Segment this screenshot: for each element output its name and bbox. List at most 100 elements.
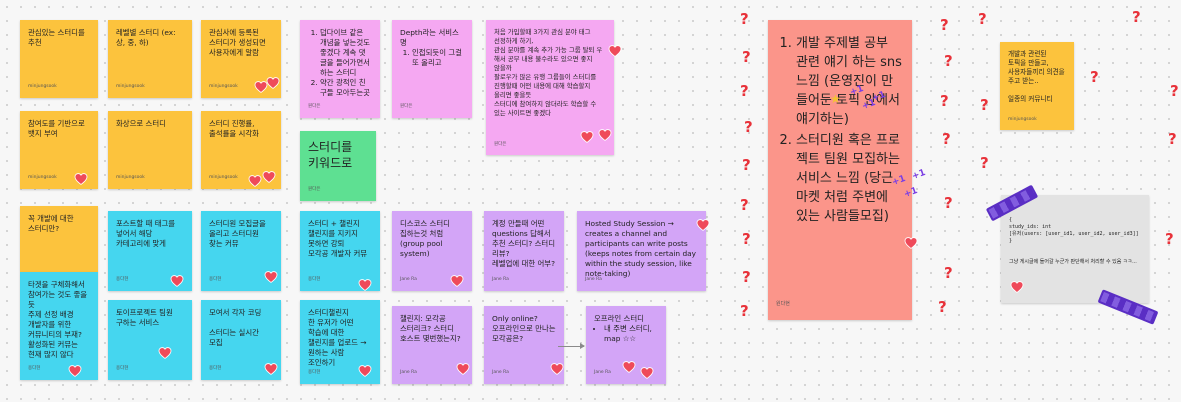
sticky-note-target[interactable]: 타겟을 구체화해서 참여가는 것도 좋을 듯 주제 선정 배경 개발자를 위한 … <box>20 272 98 380</box>
heart-icon <box>608 42 622 54</box>
heart-icon <box>358 362 372 374</box>
heart-icon <box>266 74 280 86</box>
question-mark-icon: ? <box>740 84 749 99</box>
note-text: 개발과 관련된 토픽을 만들고, 사용자들끼리 의견을 주고 받는.. 일종의 … <box>1008 50 1066 104</box>
note-author: minjungsook <box>28 173 57 183</box>
heart-icon <box>696 216 710 228</box>
heart-icon <box>262 168 276 180</box>
note-title: Depth라는 서비스 명 <box>400 28 464 48</box>
note-list-item: 인접되듯이 그걸 또 올리고 <box>412 48 464 68</box>
question-mark-icon: ? <box>944 54 953 69</box>
question-mark-icon: ? <box>940 18 949 33</box>
star-icon: ★ <box>830 92 841 106</box>
note-text: 관심있는 스터디를 추천 <box>28 28 90 48</box>
heart-icon <box>248 172 262 184</box>
arrow-head-icon <box>580 343 585 349</box>
heart-icon <box>550 360 564 372</box>
note-author: Jane Ra <box>594 368 611 378</box>
heart-icon <box>170 272 184 284</box>
sticky-note-dev-only[interactable]: 꼭 개발에 대한 스터디만? <box>20 206 98 272</box>
sticky-note-depth[interactable]: Depth라는 서비스 명 인접되듯이 그걸 또 올리고 원다은 <box>392 20 472 118</box>
sticky-note-deep-dive[interactable]: 덥다이브 같은 개념을 넣는것도 좋겠다 계속 댓글을 들어가면서 하는 스터디… <box>300 20 380 118</box>
question-mark-icon: ? <box>978 12 987 27</box>
note-author: minjungsook <box>209 173 238 183</box>
note-author: 용다현 <box>308 275 320 285</box>
heart-icon <box>456 360 470 372</box>
sticky-note-interest-tags[interactable]: 처음 가입할때 3가지 관심 분야 태그 선정하게 하기, 관심 분야를 계속 … <box>486 20 614 155</box>
question-mark-icon: ? <box>938 300 947 315</box>
question-mark-icon: ? <box>742 158 751 173</box>
note-author: 용다현 <box>116 364 128 374</box>
note-author: minjungsook <box>116 173 145 183</box>
heart-icon <box>74 170 88 182</box>
note-text: 화상으로 스터디 <box>116 119 184 129</box>
sticky-note-level[interactable]: 레벨별 스터디 (ex: 상, 중, 하) minjungsook <box>108 20 192 98</box>
note-author: 원다현 <box>776 295 790 314</box>
question-mark-icon: ? <box>740 304 749 319</box>
question-mark-icon: ? <box>940 94 949 109</box>
note-text: 스터디챌린지 한 유저가 어떤 학습에 대한 챌린지를 업로드 → 원하는 사람… <box>308 308 372 368</box>
note-text: 스터디원 모집글을 올리고 스터디원 찾는 커뮤 <box>209 219 273 249</box>
note-author: 원다은 <box>494 140 506 149</box>
heart-icon <box>264 360 278 372</box>
note-author: minjungsook <box>116 82 145 92</box>
sticky-note-summary[interactable]: 개발 주제별 공부 관련 얘기 하는 sns 느낌 (운영진이 만들어둔 토픽 … <box>768 20 912 320</box>
note-author: minjungsook <box>28 82 57 92</box>
note-author: 용다현 <box>28 364 40 374</box>
note-text: 스터디 진행률, 출석률을 시각화 <box>209 119 273 139</box>
note-text: Only online? 오프라인으로 만나는 모각공은? <box>492 314 556 344</box>
heart-icon <box>68 362 82 374</box>
note-text: 참여도를 기반으로 뱃지 부여 <box>28 119 90 139</box>
note-text: 챌린지: 모각공 스터리크? 스터디 호스트 몇번했는지? <box>400 314 464 344</box>
note-text: 포스트할 때 태그를 넣어서 해당 카테고리에 맞게 <box>116 219 184 249</box>
sticky-note-keyword[interactable]: 스터디를 키워드로 원다은 <box>300 131 376 201</box>
heart-icon <box>598 126 612 138</box>
question-mark-icon: ? <box>980 98 989 113</box>
question-mark-icon: ? <box>1170 84 1179 99</box>
question-mark-icon: ? <box>1165 232 1174 247</box>
note-author: Jane Ra <box>492 368 509 378</box>
question-mark-icon: ? <box>742 270 751 285</box>
sticky-note-toy-project[interactable]: 토이프로젝트 팀원 구하는 서비스 용다현 <box>108 300 192 380</box>
note-text: 레벨별 스터디 (ex: 상, 중, 하) <box>116 28 184 48</box>
question-mark-icon: ? <box>740 12 749 27</box>
heart-icon <box>158 344 172 356</box>
note-author: 용다현 <box>308 368 320 378</box>
question-mark-icon: ? <box>942 132 951 147</box>
sticky-note-hosted-session[interactable]: Hosted Study Session → creates a channel… <box>577 211 706 291</box>
note-list-item: 약간 광적인 친구들 모아두는곳 <box>320 78 372 98</box>
note-list: 개발 주제별 공부 관련 얘기 하는 sns 느낌 (운영진이 만들어둔 토픽 … <box>774 34 902 226</box>
note-text: 계정 만들때 어떤 questions 답해서 추천 스터디? 스터디 리뷰? … <box>492 219 556 269</box>
heart-icon <box>580 128 594 140</box>
heart-icon <box>1010 278 1024 290</box>
heart-icon <box>450 272 464 284</box>
sticky-note-questions[interactable]: 계정 만들때 어떤 questions 답해서 추천 스터디? 스터디 리뷰? … <box>484 211 564 291</box>
note-text: 스터디를 키워드로 <box>308 139 368 171</box>
note-text: 관심사에 등록된 스터디가 생성되면 사용자에게 알람 <box>209 28 273 58</box>
heart-icon <box>904 234 918 246</box>
question-mark-icon: ? <box>944 196 953 211</box>
question-mark-icon: ? <box>1090 70 1099 85</box>
sticky-note-video[interactable]: 화상으로 스터디 minjungsook <box>108 111 192 189</box>
question-mark-icon: ? <box>742 232 751 247</box>
note-author: 용다현 <box>209 364 221 374</box>
heart-icon <box>640 364 654 376</box>
question-mark-icon: ? <box>944 266 953 281</box>
note-author: Jane Ra <box>585 275 602 285</box>
question-mark-icon: ? <box>744 120 753 135</box>
note-author: 용다현 <box>209 275 221 285</box>
question-mark-icon: ? <box>740 198 749 213</box>
note-title: 오프라인 스터디 <box>594 314 658 324</box>
note-list-item: 내 주변 스터디, map ☆☆ <box>604 324 658 344</box>
heart-icon <box>358 276 372 288</box>
note-author: 원다은 <box>308 185 320 195</box>
note-author: 원다은 <box>400 102 412 112</box>
note-code: { study_ids: int [유저(users: [user_id1, u… <box>1009 217 1141 245</box>
note-text: 모여서 각자 코딩 스터디는 실시간 모집 <box>209 308 273 348</box>
note-author: minjungsook <box>209 82 238 92</box>
plus-one-label: +1 <box>911 168 927 182</box>
sticky-note-topic-community[interactable]: 개발과 관련된 토픽을 만들고, 사용자들끼리 의견을 주고 받는.. 일종의 … <box>1000 42 1074 130</box>
sticky-note-recommend[interactable]: 관심있는 스터디를 추천 minjungsook <box>20 20 98 98</box>
heart-icon <box>264 268 278 280</box>
note-author: minjungsook <box>1008 115 1037 124</box>
